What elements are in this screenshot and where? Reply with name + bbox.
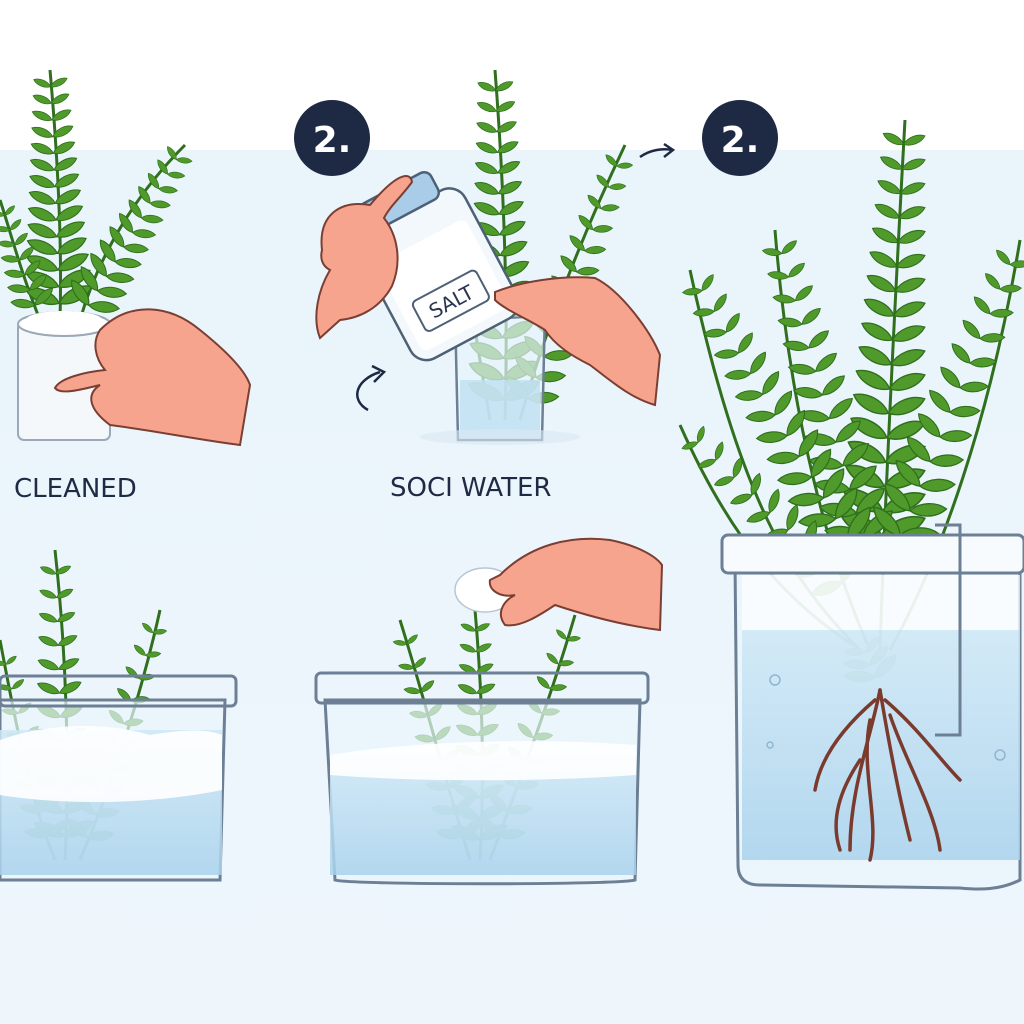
roots-icon <box>813 688 962 862</box>
arrow-icon <box>356 364 387 412</box>
hand-icon <box>315 174 414 340</box>
hand-icon <box>53 308 252 447</box>
panel-salt-crust-left <box>0 549 238 882</box>
water-container-icon <box>0 674 238 882</box>
step-badge-label: 2. <box>721 120 760 161</box>
salt-jar-icon: SALT <box>356 170 520 362</box>
caption-soak: SOCI WATER <box>390 473 551 503</box>
panel-cleaned: CLEANED <box>0 69 252 504</box>
water-container-icon <box>720 523 1024 891</box>
caption-cleaned: CLEANED <box>14 474 137 504</box>
arrow-icon <box>639 142 676 159</box>
panel-add-salt <box>314 537 664 886</box>
hand-icon <box>488 537 664 632</box>
water-glass-icon <box>420 305 580 445</box>
step-badge-label: 2. <box>313 120 352 161</box>
panel-rooted: 2. <box>678 100 1024 891</box>
water-container-icon <box>314 671 650 886</box>
panel-soak: 2. SALT <box>294 69 676 503</box>
step-badge: 2. <box>294 100 370 176</box>
step-badge: 2. <box>702 100 778 176</box>
hand-icon <box>494 276 662 407</box>
